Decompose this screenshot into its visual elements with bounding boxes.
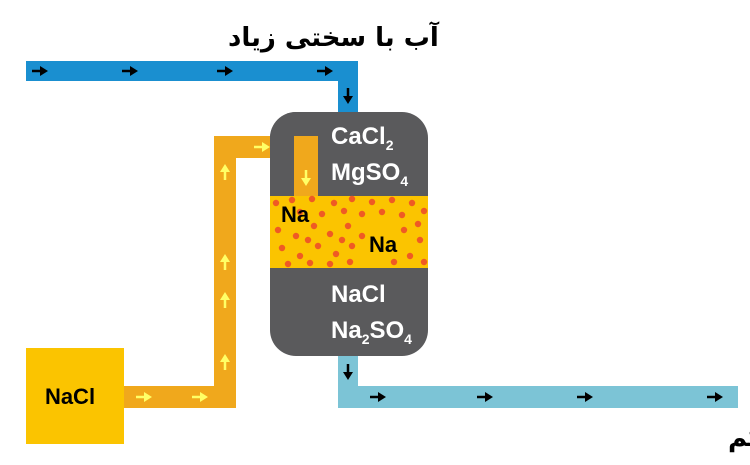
hard-water-arrow	[343, 88, 353, 104]
resin-bead	[344, 222, 352, 230]
soft-water-arrow	[707, 392, 723, 402]
brine-pipe-bottom	[118, 386, 236, 408]
hard-water-pipe-horizontal	[26, 61, 358, 81]
hard-water-arrow	[317, 66, 333, 76]
soft-water-pipe	[338, 350, 738, 408]
soft-water-pipe-horizontal	[338, 386, 738, 408]
soft-water-arrow	[577, 392, 593, 402]
resin-bead	[340, 207, 348, 215]
resin-bead	[330, 199, 338, 207]
resin-bead	[346, 258, 354, 266]
column-top-line1: CaCl2	[331, 123, 394, 153]
resin-bead	[308, 195, 316, 203]
column-bottom-line1: NaCl	[331, 281, 386, 308]
hard-water-label: آب با سختی زیاد	[228, 21, 440, 53]
resin-bead	[358, 232, 366, 240]
resin-bead	[406, 252, 414, 260]
flow-arrows	[32, 66, 723, 402]
brine-pipe-riser	[214, 136, 236, 408]
resin-bead	[314, 242, 322, 250]
resin-bead	[292, 232, 300, 240]
soft-water-arrow	[370, 392, 386, 402]
soft-water-arrow	[343, 364, 353, 380]
resin-bead	[288, 196, 296, 204]
resin-bead	[326, 260, 334, 268]
resin-bead	[278, 244, 286, 252]
resin-bead	[408, 199, 416, 207]
resin-bead	[306, 259, 314, 267]
resin-beads	[272, 195, 428, 268]
resin-bead	[388, 196, 396, 204]
resin-bead	[284, 260, 292, 268]
hard-water-pipe	[26, 61, 358, 115]
brine-arrow	[220, 292, 230, 308]
resin-bead	[296, 252, 304, 260]
salt-box	[26, 348, 124, 444]
resin-bead	[420, 258, 428, 266]
ion-exchange-column	[270, 112, 428, 356]
resin-bead	[348, 242, 356, 250]
resin-bead	[326, 230, 334, 238]
brine-arrow	[136, 392, 152, 402]
hard-water-arrow	[32, 66, 48, 76]
resin-bead	[398, 211, 406, 219]
column-top-line2: MgSO4	[331, 159, 408, 189]
brine-arrow	[220, 354, 230, 370]
resin-bead	[368, 198, 376, 206]
resin-bead	[378, 208, 386, 216]
resin-bead	[390, 258, 398, 266]
brine-inlet-channel	[294, 136, 318, 196]
resin-bead	[272, 199, 280, 207]
resin-bead	[416, 236, 424, 244]
hard-water-arrow	[122, 66, 138, 76]
hard-water-arrow	[217, 66, 233, 76]
brine-arrow	[192, 392, 208, 402]
brine-arrow	[220, 254, 230, 270]
resin-bead	[338, 236, 346, 244]
brine-arrow	[301, 170, 311, 186]
resin-bead	[310, 222, 318, 230]
resin-bead	[414, 220, 422, 228]
resin-bead	[332, 250, 340, 258]
soft-water-arrow	[477, 392, 493, 402]
brine-arrow	[220, 164, 230, 180]
resin-label-right: Na	[369, 232, 398, 257]
resin-bead	[304, 236, 312, 244]
resin-bead	[358, 210, 366, 218]
resin-bead	[274, 226, 282, 234]
salt-label: NaCl	[45, 384, 95, 409]
resin-bead	[348, 195, 356, 203]
resin-bead	[400, 226, 408, 234]
soft-water-label: آب با سختی کم	[728, 421, 750, 453]
resin-bead	[420, 207, 428, 215]
resin-label-left: Na	[281, 202, 310, 227]
resin-bead	[296, 208, 304, 216]
resin-bead	[318, 210, 326, 218]
brine-arrow	[254, 142, 270, 152]
column-bottom-line2: Na2SO4	[331, 317, 412, 347]
